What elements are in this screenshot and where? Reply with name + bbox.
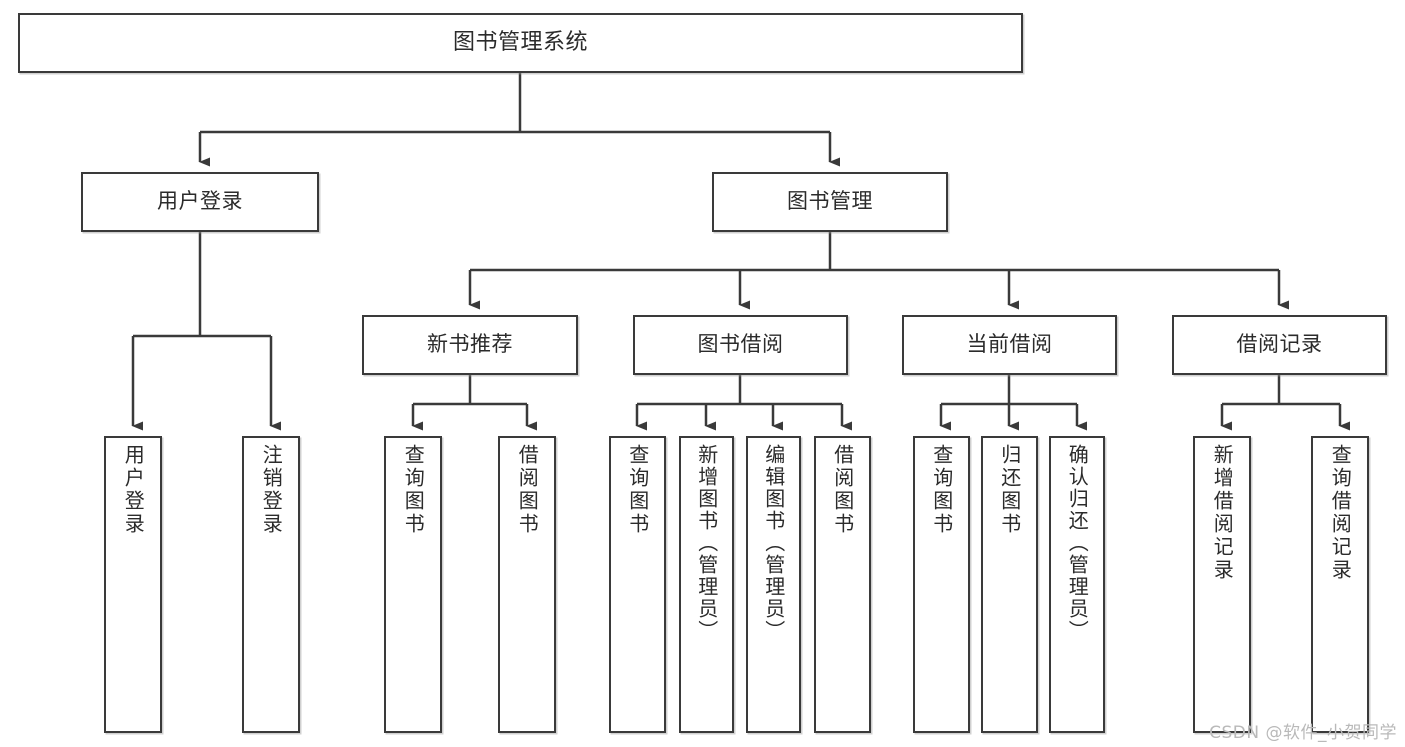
node-root[interactable]: 图书管理系统 bbox=[18, 13, 1023, 73]
node-book-manage[interactable]: 图书管理 bbox=[712, 172, 948, 232]
node-leaf-query-book-1-label: 查询图书 bbox=[401, 444, 426, 536]
node-book-borrow[interactable]: 图书借阅 bbox=[633, 315, 848, 375]
node-leaf-query-book-3[interactable]: 查询图书 bbox=[913, 436, 970, 733]
node-leaf-logout-login-label: 注销登录 bbox=[259, 444, 284, 536]
node-book-borrow-label: 图书借阅 bbox=[697, 332, 784, 357]
node-root-label: 图书管理系统 bbox=[452, 29, 588, 55]
node-book-manage-label: 图书管理 bbox=[787, 189, 873, 214]
node-leaf-edit-book[interactable]: 编辑图书（管理员） bbox=[746, 436, 801, 733]
node-leaf-user-login-label: 用户登录 bbox=[121, 444, 146, 536]
node-leaf-query-book-1[interactable]: 查询图书 bbox=[384, 436, 442, 733]
node-leaf-edit-book-label: 编辑图书（管理员） bbox=[761, 444, 786, 642]
node-user-login[interactable]: 用户登录 bbox=[81, 172, 319, 232]
node-borrow-record-label: 借阅记录 bbox=[1236, 332, 1323, 357]
node-leaf-borrow-book-2-label: 借阅图书 bbox=[830, 444, 855, 536]
node-leaf-borrow-book-2[interactable]: 借阅图书 bbox=[814, 436, 871, 733]
node-leaf-query-record[interactable]: 查询借阅记录 bbox=[1311, 436, 1369, 733]
node-leaf-query-book-3-label: 查询图书 bbox=[929, 444, 954, 536]
node-borrow-record[interactable]: 借阅记录 bbox=[1172, 315, 1387, 375]
node-leaf-confirm-return-label: 确认归还（管理员） bbox=[1065, 444, 1090, 642]
watermark: CSDN @软件_小贺同学 bbox=[1209, 723, 1397, 743]
node-leaf-add-book[interactable]: 新增图书（管理员） bbox=[679, 436, 734, 733]
node-user-login-label: 用户登录 bbox=[157, 189, 243, 214]
node-leaf-borrow-book-1[interactable]: 借阅图书 bbox=[498, 436, 556, 733]
node-leaf-return-book[interactable]: 归还图书 bbox=[981, 436, 1038, 733]
node-current-borrow[interactable]: 当前借阅 bbox=[902, 315, 1117, 375]
node-leaf-return-book-label: 归还图书 bbox=[997, 444, 1022, 536]
node-leaf-add-record[interactable]: 新增借阅记录 bbox=[1193, 436, 1251, 733]
node-leaf-user-login[interactable]: 用户登录 bbox=[104, 436, 162, 733]
node-leaf-logout-login[interactable]: 注销登录 bbox=[242, 436, 300, 733]
node-leaf-query-record-label: 查询借阅记录 bbox=[1328, 444, 1353, 582]
node-leaf-add-record-label: 新增借阅记录 bbox=[1210, 444, 1235, 582]
node-new-book-recommend[interactable]: 新书推荐 bbox=[362, 315, 578, 375]
node-leaf-borrow-book-1-label: 借阅图书 bbox=[515, 444, 540, 536]
node-leaf-query-book-2-label: 查询图书 bbox=[625, 444, 650, 536]
node-new-book-recommend-label: 新书推荐 bbox=[427, 332, 513, 357]
node-leaf-confirm-return[interactable]: 确认归还（管理员） bbox=[1049, 436, 1105, 733]
node-leaf-add-book-label: 新增图书（管理员） bbox=[694, 444, 719, 642]
node-leaf-query-book-2[interactable]: 查询图书 bbox=[609, 436, 666, 733]
node-current-borrow-label: 当前借阅 bbox=[966, 332, 1053, 357]
